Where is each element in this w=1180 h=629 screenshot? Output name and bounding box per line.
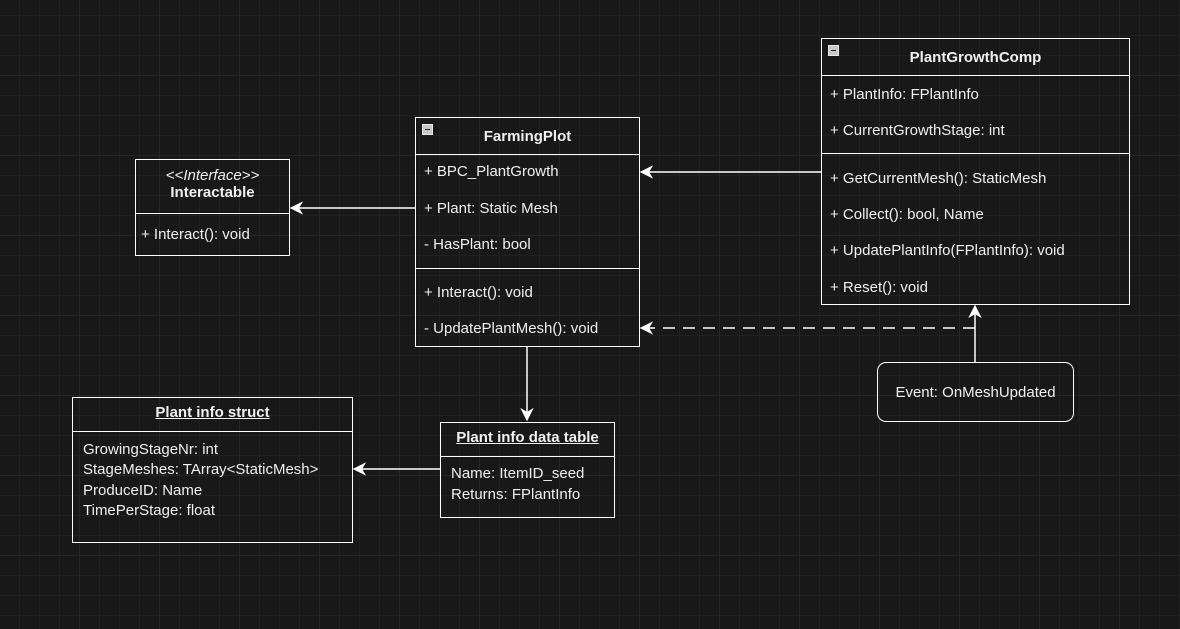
interactable-header: <<Interface>> Interactable xyxy=(136,160,289,214)
event-node[interactable]: Event: OnMeshUpdated xyxy=(877,362,1074,422)
farmingplot-class-box[interactable]: FarmingPlot + BPC_PlantGrowth + Plant: S… xyxy=(415,117,640,347)
plant-info-struct-title: Plant info struct xyxy=(155,404,270,421)
struct-field-stagemeshes: StageMeshes: TArray<StaticMesh> xyxy=(83,461,319,478)
plantgrowthcomp-method-collect: + Collect(): bool, Name xyxy=(830,206,984,223)
plant-info-data-table-title: Plant info data table xyxy=(456,429,599,446)
struct-field-produceid: ProduceID: Name xyxy=(83,482,203,499)
farmingplot-attr-hasplant: - HasPlant: bool xyxy=(424,236,531,253)
plantgrowthcomp-attr-plantinfo: + PlantInfo: FPlantInfo xyxy=(830,86,979,103)
interactable-title: Interactable xyxy=(170,184,255,201)
farmingplot-separator xyxy=(416,268,639,269)
interactable-method-interact: + Interact(): void xyxy=(141,226,250,243)
plant-info-struct-header: Plant info struct xyxy=(73,398,352,432)
farmingplot-method-updatemesh: - UpdatePlantMesh(): void xyxy=(424,320,599,337)
event-label: Event: OnMeshUpdated xyxy=(895,383,1056,401)
farmingplot-attr-plant: + Plant: Static Mesh xyxy=(424,200,558,217)
plantgrowthcomp-separator xyxy=(822,153,1129,154)
plant-info-data-table-box[interactable]: Plant info data table Name: ItemID_seed … xyxy=(440,422,615,518)
interface-stereotype: <<Interface>> xyxy=(165,167,260,184)
plant-info-data-table-header: Plant info data table xyxy=(441,423,614,457)
collapse-icon[interactable] xyxy=(422,124,433,135)
struct-field-growingstagenr: GrowingStageNr: int xyxy=(83,441,219,458)
farmingplot-header: FarmingPlot xyxy=(416,118,639,155)
struct-field-timeperstage: TimePerStage: float xyxy=(83,502,216,519)
plantgrowthcomp-header: PlantGrowthComp xyxy=(822,39,1129,76)
plantgrowthcomp-title: PlantGrowthComp xyxy=(909,49,1042,66)
farmingplot-attr-bpc: + BPC_PlantGrowth xyxy=(424,163,559,180)
collapse-icon[interactable] xyxy=(828,45,839,56)
plantgrowthcomp-class-box[interactable]: PlantGrowthComp + PlantInfo: FPlantInfo … xyxy=(821,38,1130,305)
plant-info-struct-box[interactable]: Plant info struct GrowingStageNr: int St… xyxy=(72,397,353,543)
interactable-class-box[interactable]: <<Interface>> Interactable + Interact():… xyxy=(135,159,290,256)
farmingplot-method-interact: + Interact(): void xyxy=(424,284,533,301)
table-field-name: Name: ItemID_seed xyxy=(451,465,585,482)
plantgrowthcomp-method-updateinfo: + UpdatePlantInfo(FPlantInfo): void xyxy=(830,242,1065,259)
plantgrowthcomp-method-reset: + Reset(): void xyxy=(830,279,928,296)
table-field-returns: Returns: FPlantInfo xyxy=(451,486,581,503)
plantgrowthcomp-method-getmesh: + GetCurrentMesh(): StaticMesh xyxy=(830,170,1047,187)
plantgrowthcomp-attr-growthstage: + CurrentGrowthStage: int xyxy=(830,122,1005,139)
farmingplot-title: FarmingPlot xyxy=(483,128,572,145)
